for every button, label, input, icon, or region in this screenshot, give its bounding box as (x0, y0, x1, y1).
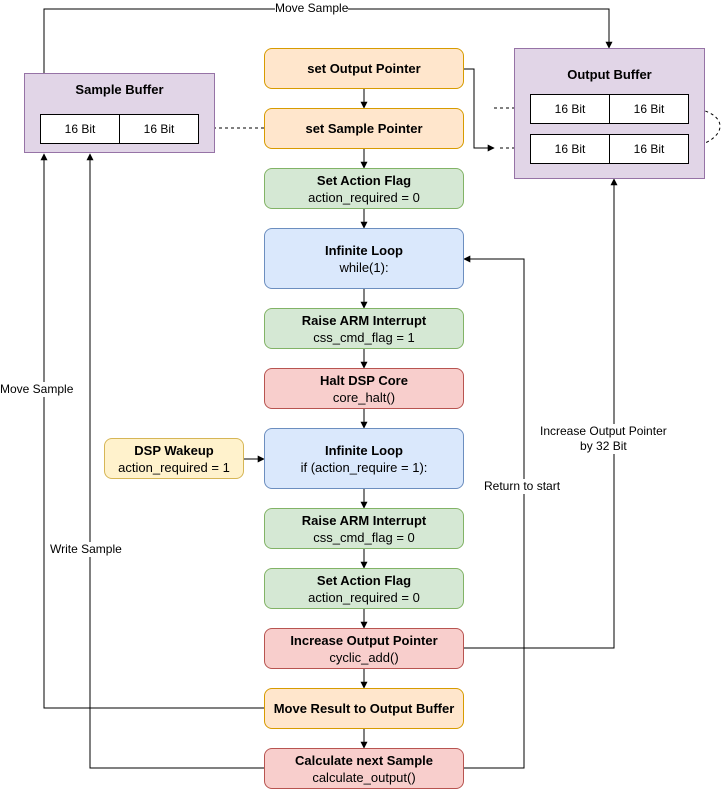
sample-buffer-title: Sample Buffer (75, 82, 164, 97)
step-title: set Output Pointer (307, 61, 421, 76)
wakeup-subtitle: action_required = 1 (118, 459, 230, 475)
step-subtitle: if (action_require = 1): (300, 459, 428, 475)
step-reset-action-flag: Set Action Flag action_required = 0 (264, 568, 464, 609)
step-subtitle: core_halt() (332, 389, 396, 405)
step-set-sample-pointer: set Sample Pointer (264, 108, 464, 149)
arrow-return-to-start (463, 255, 525, 769)
sample-buffer: Sample Buffer 16 Bit 16 Bit (24, 73, 215, 153)
step-move-result: Move Result to Output Buffer (264, 688, 464, 729)
step-title: set Sample Pointer (305, 121, 423, 136)
step-title: Increase Output Pointer (290, 632, 438, 648)
step-infinite-loop: Infinite Loop while(1): (264, 228, 464, 289)
step-raise-arm-interrupt: Raise ARM Interrupt css_cmd_flag = 1 (264, 308, 464, 349)
output-buffer: Output Buffer 16 Bit 16 Bit 16 Bit 16 Bi… (514, 48, 705, 179)
sample-buffer-cell: 16 Bit (119, 114, 199, 144)
step-title: Raise ARM Interrupt (301, 312, 427, 328)
dsp-wakeup: DSP Wakeup action_required = 1 (104, 438, 244, 479)
step-set-action-flag: Set Action Flag action_required = 0 (264, 168, 464, 209)
step-subtitle: calculate_output() (312, 769, 416, 785)
sample-buffer-cell: 16 Bit (40, 114, 120, 144)
edge-label-return-to-start: Return to start (484, 479, 561, 494)
step-raise-arm-interrupt-clear: Raise ARM Interrupt css_cmd_flag = 0 (264, 508, 464, 549)
edge-label-move-sample-left: Move Sample (0, 382, 74, 397)
wakeup-title: DSP Wakeup (134, 442, 214, 458)
step-calculate-next-sample: Calculate next Sample calculate_output() (264, 748, 464, 789)
step-subtitle: css_cmd_flag = 0 (313, 529, 415, 545)
step-title: Raise ARM Interrupt (301, 512, 427, 528)
output-buffer-cell: 16 Bit (609, 94, 689, 124)
step-title: Move Result to Output Buffer (273, 701, 455, 716)
edge-label-increase-output-pointer: Increase Output Pointer by 32 Bit (540, 424, 667, 454)
step-subtitle: cyclic_add() (329, 649, 399, 665)
edge-label-move-sample-top: Move Sample (275, 1, 349, 16)
step-subtitle: css_cmd_flag = 1 (313, 329, 415, 345)
step-set-output-pointer: set Output Pointer (264, 48, 464, 89)
step-subtitle: while(1): (339, 259, 389, 275)
step-infinite-loop-condition: Infinite Loop if (action_require = 1): (264, 428, 464, 489)
output-buffer-cell: 16 Bit (530, 134, 610, 164)
step-subtitle: action_required = 0 (308, 189, 420, 205)
arrow-write-sample (86, 153, 264, 769)
output-buffer-cell: 16 Bit (609, 134, 689, 164)
arrow-output-pointer (464, 68, 495, 152)
step-title: Set Action Flag (316, 172, 412, 188)
output-buffer-cell: 16 Bit (530, 94, 610, 124)
arrow-increase-output-pointer (464, 178, 618, 649)
step-increase-output-pointer: Increase Output Pointer cyclic_add() (264, 628, 464, 669)
step-title: Halt DSP Core (320, 372, 408, 388)
edge-label-write-sample: Write Sample (50, 542, 122, 557)
output-buffer-title: Output Buffer (567, 67, 652, 82)
step-title: Calculate next Sample (295, 752, 433, 768)
arrow-move-sample-left (40, 153, 264, 709)
step-title: Set Action Flag (316, 572, 412, 588)
step-title: Infinite Loop (325, 242, 403, 258)
step-title: Infinite Loop (325, 442, 403, 458)
step-halt-dsp-core: Halt DSP Core core_halt() (264, 368, 464, 409)
step-subtitle: action_required = 0 (308, 589, 420, 605)
